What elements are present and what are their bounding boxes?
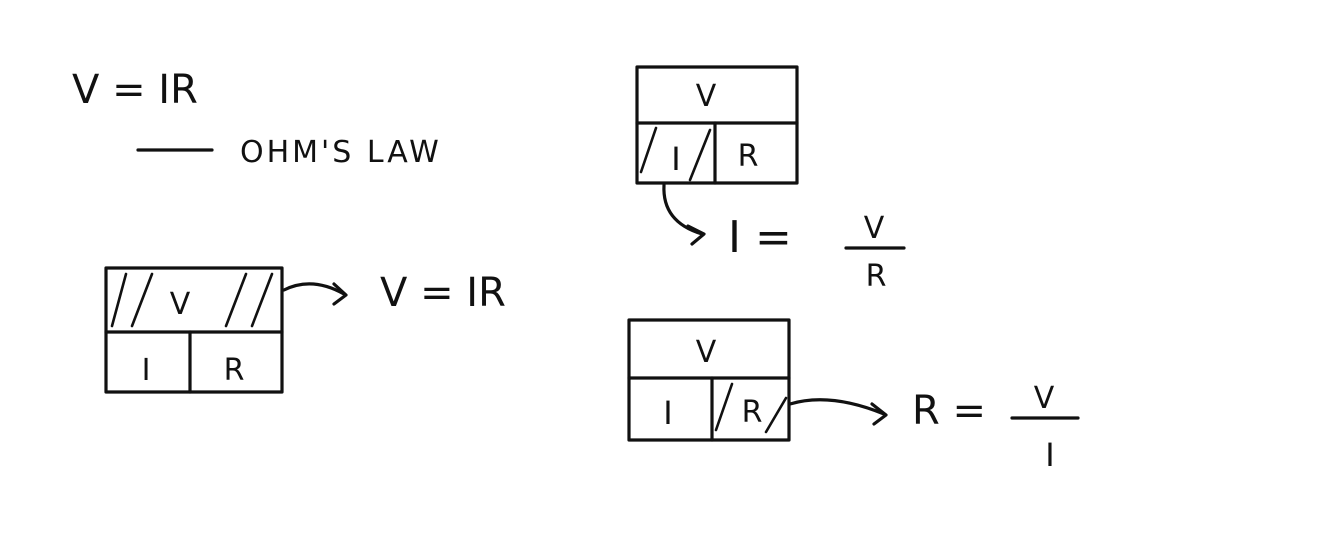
triangle-box-top-right: V I R <box>635 65 799 185</box>
result-tr-denominator: R <box>866 259 887 294</box>
arrow-top-right <box>662 183 704 236</box>
result-br-denominator: I <box>1045 436 1054 474</box>
box-br-r: R <box>742 395 763 430</box>
intro-caption: OHM'S LAW <box>240 135 442 170</box>
arrow-bottom-right-head <box>870 402 888 426</box>
arrow-left <box>282 282 346 296</box>
box-left-r: R <box>224 353 245 388</box>
box-left-v: V <box>170 287 191 322</box>
box-left-hatch <box>110 272 274 328</box>
result-tr-numerator: V <box>864 211 885 246</box>
box-br-hatch <box>714 382 788 434</box>
box-tr-outline <box>635 65 799 185</box>
arrow-bottom-right <box>788 398 886 416</box>
box-tr-v: V <box>696 79 717 114</box>
result-br-numerator: V <box>1034 381 1055 416</box>
box-left-outline <box>104 266 284 394</box>
box-left-i: I <box>142 353 151 388</box>
box-tr-r: R <box>738 139 759 174</box>
box-br-outline <box>627 318 791 442</box>
triangle-box-left: V I R <box>104 266 284 394</box>
intro-formula: V = IR <box>72 67 198 113</box>
result-tr-lhs: I = <box>728 212 792 263</box>
box-br-i: I <box>663 394 672 432</box>
triangle-box-bottom-right: V I R <box>627 318 791 442</box>
result-br-lhs: R = <box>912 388 986 434</box>
box-br-v: V <box>696 335 717 370</box>
box-tr-i: I <box>671 140 680 178</box>
arrow-left-head <box>332 282 348 306</box>
result-left: V = IR <box>380 270 506 316</box>
arrow-top-right-head <box>686 224 706 246</box>
box-tr-hatch <box>639 126 712 182</box>
